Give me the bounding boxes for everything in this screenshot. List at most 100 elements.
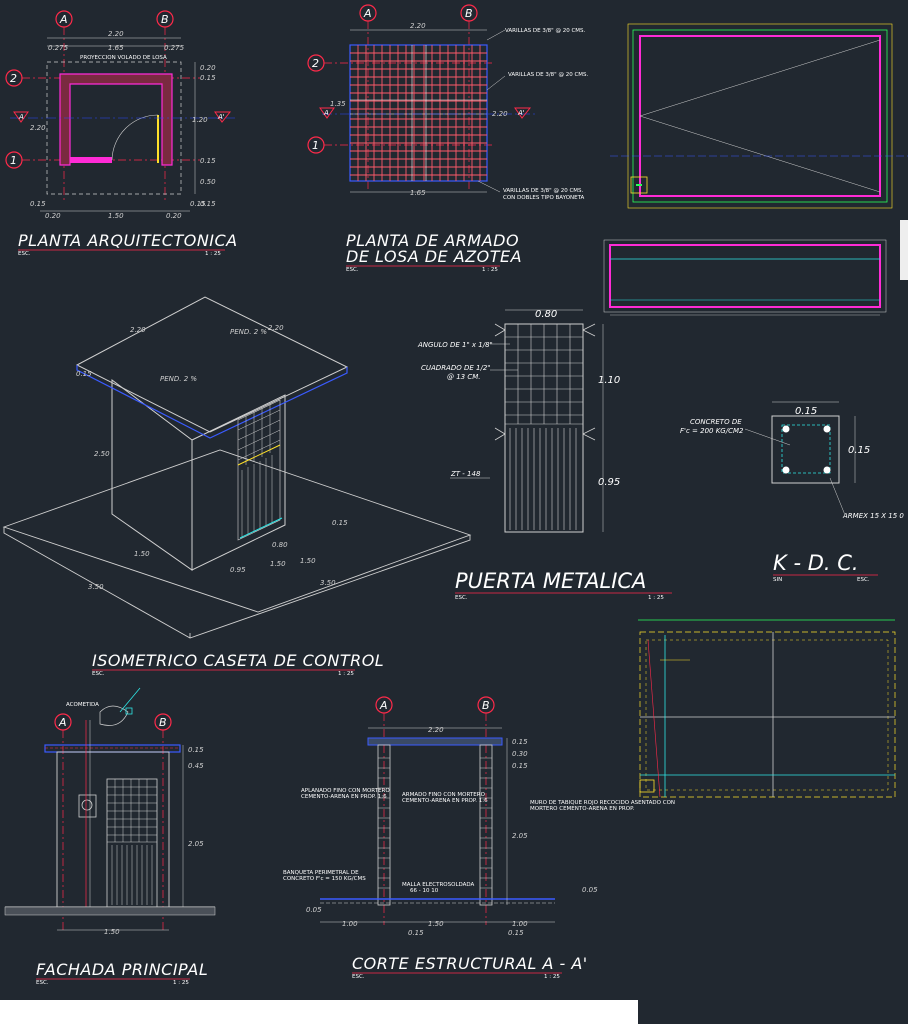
door-note-zt: ZT - 148 (450, 470, 481, 478)
corte-note-1: APLANADO FINO CON MORTERO (301, 788, 390, 794)
section-mark-a-prime: A' (517, 109, 525, 117)
corte-dim-3: 0.30 (512, 750, 528, 758)
dim-top: 2.20 (410, 22, 426, 30)
scale-value: 1 : 25 (648, 595, 664, 601)
title-planta-armado-1: PLANTA DE ARMADO (346, 231, 519, 250)
dim-right-4: 0.15 (200, 157, 216, 165)
dim-right-2: 0.15 (200, 74, 216, 82)
detail-slab-plan (610, 23, 908, 209)
axis-label-a: A (58, 716, 67, 729)
scale-label: ESC. (455, 595, 468, 601)
dim-bottom-1: 0.15 (30, 200, 46, 208)
title-fachada: FACHADA PRINCIPAL (36, 960, 208, 979)
corte-dim-9: 1.50 (428, 920, 444, 928)
fachada-note-acometida: ACOMETIDA (66, 702, 99, 708)
corte-note-10: 66 - 10 10 (410, 888, 439, 894)
corte-note-6: MORTERO CEMENTO-ARENA EN PROP. (530, 806, 635, 812)
iso-dim-7: 1.50 (270, 560, 286, 568)
title-corte: CORTE ESTRUCTURAL A - A' (352, 954, 588, 973)
axis-label-1: 1 (312, 139, 319, 152)
axis-label-2: 2 (10, 72, 17, 85)
planta-armado: A B 2 1 (307, 4, 589, 273)
dim-right: 2.20 (492, 110, 508, 118)
corte-note-5: MURO DE TABIQUE ROJO RECOCIDO ASENTADO C… (530, 800, 675, 806)
fachada-dim-2: 0.45 (188, 762, 204, 770)
section-mark-a: A (323, 109, 329, 117)
corte-dim-12: 0.15 (508, 929, 524, 937)
dim-bottom: 1.65 (410, 189, 426, 197)
axis-label-a: A (363, 7, 372, 20)
dim-right-3: 1.20 (192, 116, 208, 124)
blank-paper-strip (0, 1000, 638, 1024)
dim-top-left: 0.275 (48, 44, 69, 52)
axis-label-b: B (465, 7, 473, 20)
door-note-square-1: CUADRADO DE 1/2" (421, 364, 491, 372)
fachada-dim-4: 1.50 (104, 928, 120, 936)
iso-dim-5: 1.50 (134, 550, 150, 558)
rebar-note-3: VARILLAS DE 3/8" @ 20 CMS. (503, 188, 584, 194)
iso-dim-8: 3.50 (88, 583, 104, 591)
planta-arquitectonica: A B 2 1 A A' PROYECCION VOLADO DE LOSA 2… (5, 10, 238, 257)
kdc-detail: 0.15 0.15 CONCRETO DE F'c = 200 KG/CM2 A… (680, 401, 904, 583)
iso-dim-9: 3.50 (320, 579, 336, 587)
corte-dim-10: 1.00 (512, 920, 528, 928)
rebar-note-1: VARILLAS DE 3/8" @ 20 CMS. (505, 28, 586, 34)
scale-label: SIN (773, 577, 782, 583)
dim-top-total: 2.20 (108, 30, 124, 38)
title-isometrico: ISOMETRICO CASETA DE CONTROL (92, 651, 384, 670)
iso-dim-4: 2.50 (94, 450, 110, 458)
scale-label: ESC. (352, 974, 365, 980)
axis-label-b: B (161, 13, 169, 26)
door-dim-lower: 0.95 (598, 477, 620, 488)
title-planta-arquitectonica: PLANTA ARQUITECTONICA (18, 231, 238, 250)
dim-bottom-2: 0.20 (45, 212, 61, 220)
corte-dim-5: 2.05 (512, 832, 528, 840)
corte-dim-7: 0.05 (306, 906, 322, 914)
fachada-principal: A B ACOMETIDA (4, 687, 216, 986)
kdc-dim-top: 0.15 (795, 406, 817, 417)
detail-foundation (638, 619, 896, 798)
rebar-note-2: VARILLAS DE 3/8" @ 20 CMS. (508, 72, 589, 78)
corte-dim-2: 0.15 (512, 738, 528, 746)
slab-projection-note: PROYECCION VOLADO DE LOSA (80, 55, 167, 61)
scale-value: 1 : 25 (338, 671, 354, 677)
kdc-dim-right: 0.15 (848, 445, 870, 456)
axis-label-1: 1 (10, 154, 17, 167)
axis-label-a: A (379, 699, 388, 712)
iso-pend-note-2: PEND. 2 % (160, 375, 197, 383)
title-kdc: K - D. C. (773, 551, 859, 575)
scale-value: 1 : 25 (205, 251, 221, 257)
corte-dim-1: 2.20 (428, 726, 444, 734)
scale-label: ESC. (36, 980, 49, 986)
corte-note-9: MALLA ELECTROSOLDADA (402, 882, 475, 888)
dim-left: 1.35 (330, 100, 346, 108)
iso-dim-1: 2.20 (130, 326, 146, 334)
corte-note-8: CONCRETO F'c = 150 KG/CMS (283, 876, 366, 882)
kdc-note-1: CONCRETO DE (690, 418, 742, 426)
section-mark-a-prime: A' (217, 113, 225, 121)
title-puerta: PUERTA METALICA (455, 569, 646, 593)
iso-dim-11: 0.80 (272, 541, 288, 549)
door-dim-upper: 1.10 (598, 375, 620, 386)
door-note-angle: ANGULO DE 1" x 1/8" (417, 341, 493, 349)
isometrico: PEND. 2 % PEND. 2 % 2.20 2.20 0.15 2.50 … (2, 296, 472, 677)
title-planta-armado-2: DE LOSA DE AZOTEA (346, 247, 522, 266)
dim-top-mid: 1.65 (108, 44, 124, 52)
puerta-metalica: 0.80 1.10 0.95 ANGULO DE 1" x 1/8" CUADR… (417, 309, 672, 601)
scale-label: ESC. (18, 251, 31, 257)
corte-dim-11: 0.15 (408, 929, 424, 937)
scale-value: 1 : 25 (544, 974, 560, 980)
scale-value: 1 : 25 (482, 267, 498, 273)
kdc-note-3: ARMEX 15 X 15 0 (842, 512, 904, 520)
scale-value: 1 : 25 (173, 980, 189, 986)
corte-note-3: ARMADO FINO CON MORTERO (402, 792, 486, 798)
detail-slab-section (603, 220, 908, 316)
rebar-note-4: CON DOBLES TIPO BAYONETA (503, 195, 585, 201)
door-note-square-2: @ 13 CM. (447, 373, 481, 381)
fachada-dim-1: 0.15 (188, 746, 204, 754)
dim-bottom-4: 0.20 (166, 212, 182, 220)
dim-right-1: 0.20 (200, 64, 216, 72)
corte-note-2: CEMENTO-ARENA EN PROP. 1:6 (301, 794, 387, 800)
kdc-note-2: F'c = 200 KG/CM2 (680, 427, 744, 435)
